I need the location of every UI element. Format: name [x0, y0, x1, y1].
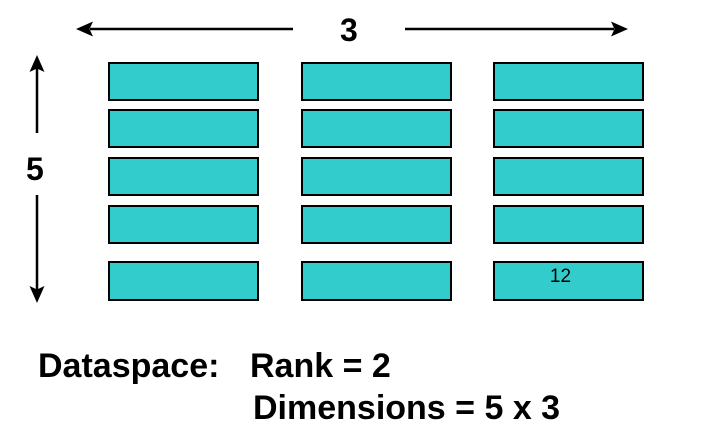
grid-cell: [301, 109, 452, 148]
arrow-down-head-icon: [29, 286, 45, 303]
grid-cell: [108, 205, 259, 244]
grid-cell: [108, 261, 259, 301]
grid-cell: [108, 157, 259, 196]
grid-cell: [108, 62, 259, 101]
grid-cell: [301, 157, 452, 196]
arrow-left-head-icon: [76, 21, 93, 37]
cell-element-number: 12: [549, 265, 572, 287]
grid-cell: [493, 62, 644, 101]
grid-cell: [301, 261, 452, 301]
rank-value: Rank = 2: [250, 347, 391, 385]
grid-cell: [108, 109, 259, 148]
grid-cell: [493, 205, 644, 244]
arrow-right-head-icon: [611, 21, 628, 37]
grid-cell: [301, 205, 452, 244]
grid-cell-labeled: 12: [493, 261, 644, 301]
arrow-up-head-icon: [29, 55, 45, 72]
grid-cell: [301, 62, 452, 101]
grid-cell: [493, 109, 644, 148]
left-dimension-label: 5: [26, 151, 44, 187]
dimensions-value: Dimensions = 5 x 3: [253, 389, 561, 427]
dataspace-title: Dataspace:: [38, 347, 220, 385]
top-dimension-label: 3: [340, 12, 358, 48]
grid-cell: [493, 157, 644, 196]
